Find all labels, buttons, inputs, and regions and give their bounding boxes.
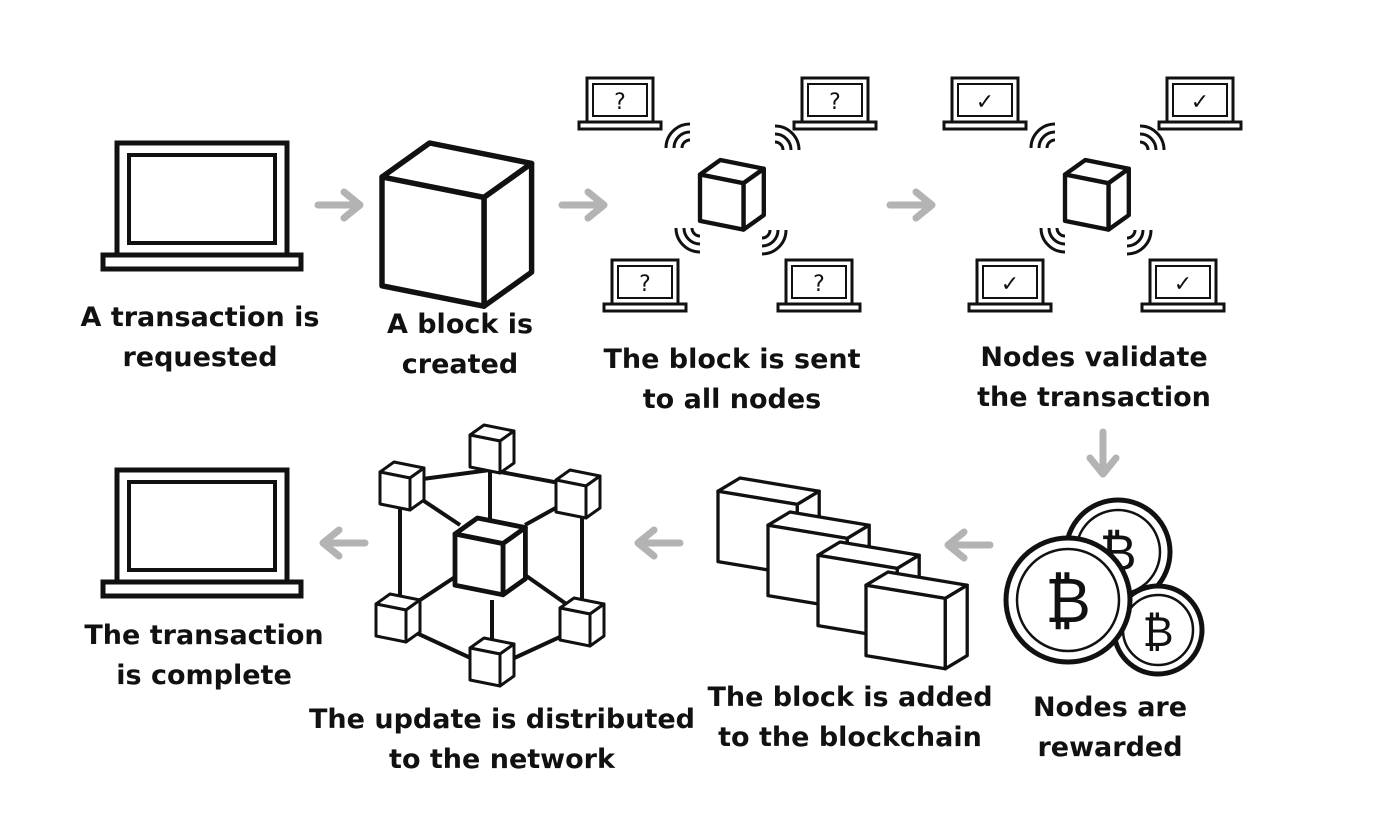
signal-icon xyxy=(674,226,702,254)
caption-rewarded: Nodes are rewarded xyxy=(1033,688,1187,768)
caption-line: to all nodes xyxy=(642,384,822,415)
network-block-icon xyxy=(558,596,606,648)
network-block-icon xyxy=(554,468,602,520)
chain-block-icon xyxy=(864,570,969,671)
signal-icon xyxy=(1029,122,1057,150)
caption-requested: A transaction is requested xyxy=(81,298,320,378)
bitcoin-symbol: ₿ xyxy=(1142,607,1173,656)
check-icon: ✓ xyxy=(1001,272,1019,297)
signal-icon xyxy=(1125,228,1153,256)
caption-complete: The transaction is complete xyxy=(84,616,323,696)
network-icon xyxy=(374,423,606,688)
network-block-icon xyxy=(468,636,516,688)
signal-icon xyxy=(1039,226,1067,254)
block-cube-icon xyxy=(1065,160,1129,230)
caption-line: to the blockchain xyxy=(718,722,982,753)
arrow-left-icon xyxy=(323,530,365,556)
arrow-left-icon xyxy=(638,530,680,556)
validation-group: ✓ ✓ ✓ ✓ xyxy=(942,76,1243,313)
caption-line: to the network xyxy=(389,744,615,775)
network-block-icon xyxy=(374,592,422,644)
question-mark: ? xyxy=(813,272,825,297)
question-mark: ? xyxy=(639,272,651,297)
signal-icon xyxy=(760,228,788,256)
arrow-right-icon xyxy=(562,192,604,218)
caption-created: A block is created xyxy=(387,305,533,385)
caption-line: rewarded xyxy=(1037,732,1183,763)
laptop-icon xyxy=(103,470,301,596)
block-cube-icon xyxy=(379,140,535,309)
check-icon: ✓ xyxy=(1174,272,1192,297)
check-icon: ✓ xyxy=(976,90,994,115)
arrow-down-icon xyxy=(1090,432,1116,474)
caption-line: The block is sent xyxy=(603,344,861,375)
arrow-right-icon xyxy=(318,192,360,218)
arrow-right-icon xyxy=(890,192,932,218)
caption-line: The update is distributed xyxy=(308,704,696,735)
caption-line: A block is xyxy=(386,309,534,340)
network-block-icon xyxy=(378,460,426,512)
caption-line: requested xyxy=(122,342,278,373)
check-icon: ✓ xyxy=(1191,90,1209,115)
blockchain-icon xyxy=(716,476,969,671)
caption-line: A transaction is xyxy=(80,302,320,333)
caption-line: the transaction xyxy=(977,382,1211,413)
caption-line: The transaction xyxy=(84,620,324,651)
caption-line: Nodes are xyxy=(1032,692,1188,723)
caption-validate: Nodes validate the transaction xyxy=(977,338,1211,418)
caption-line: is complete xyxy=(116,660,292,691)
bitcoin-symbol: ₿ xyxy=(1045,564,1091,637)
caption-line: Nodes validate xyxy=(980,342,1208,373)
caption-line: created xyxy=(401,349,519,380)
caption-distributed: The update is distributed to the network xyxy=(309,700,695,780)
broadcast-group: ? ? ? ? xyxy=(577,76,878,313)
network-block-icon xyxy=(455,518,525,595)
question-mark: ? xyxy=(614,90,626,115)
caption-line: The block is added xyxy=(707,682,993,713)
arrow-left-icon xyxy=(948,532,990,558)
network-block-icon xyxy=(468,423,516,475)
signal-icon xyxy=(664,122,692,150)
block-cube-icon xyxy=(700,160,764,230)
caption-added: The block is added to the blockchain xyxy=(707,678,992,758)
laptop-icon xyxy=(103,143,301,269)
question-mark: ? xyxy=(829,90,841,115)
bitcoin-coins-icon: ₿ ₿ ₿ xyxy=(1003,497,1205,677)
caption-sent: The block is sent to all nodes xyxy=(603,340,860,420)
